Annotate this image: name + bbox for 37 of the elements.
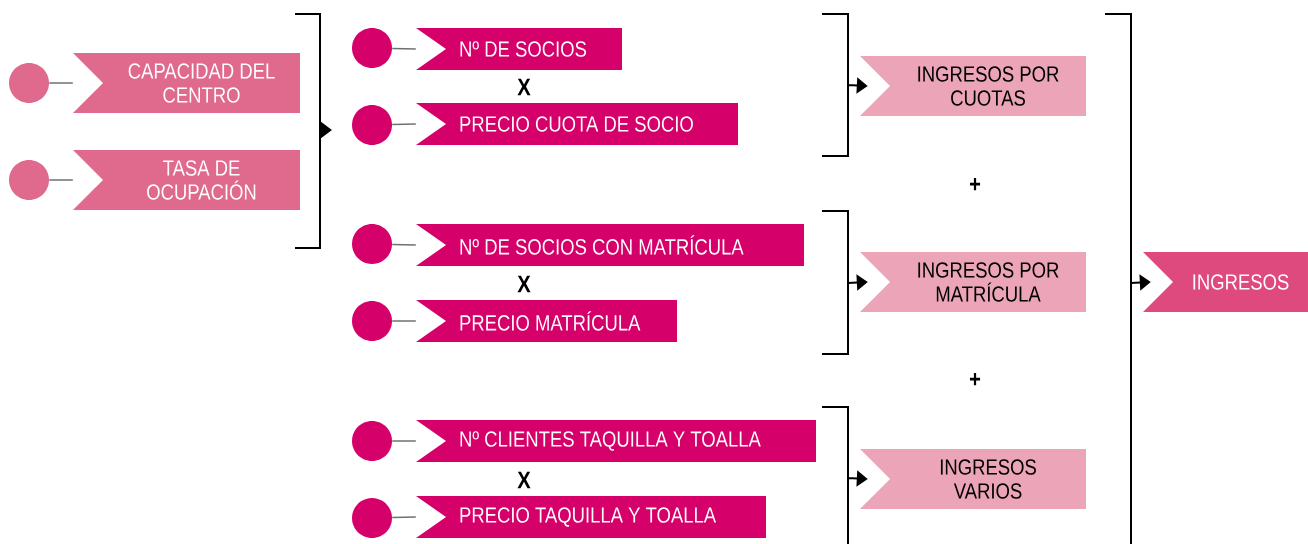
connector-line (391, 440, 417, 442)
circle-dot (9, 160, 49, 200)
circle-dot (352, 498, 392, 538)
connector-line (48, 82, 74, 84)
connector-line (391, 320, 417, 322)
connector-line (391, 243, 417, 246)
bracket-arrow (821, 210, 868, 355)
ribbon-banner: CAPACIDAD DEL CENTRO (73, 53, 300, 113)
connector-line (391, 47, 417, 50)
ribbon-banner: PRECIO TAQUILLA Y TOALLA (416, 496, 766, 538)
multiply-sign: X (517, 275, 531, 293)
ribbon-banner: INGRESOS POR CUOTAS (860, 56, 1086, 116)
ribbon-banner: TASA DE OCUPACIÓN (73, 150, 300, 210)
plus-sign: + (969, 372, 981, 386)
bracket-arrow (1104, 13, 1151, 544)
circle-dot (352, 105, 392, 145)
ribbon-banner: Nº DE SOCIOS (416, 28, 622, 70)
circle-dot (352, 301, 392, 341)
ribbon-banner: INGRESOS POR MATRÍCULA (860, 252, 1086, 312)
ribbon-banner: INGRESOS VARIOS (860, 449, 1086, 509)
ribbon-banner: PRECIO CUOTA DE SOCIO (416, 103, 738, 145)
bracket-arrow (821, 406, 868, 544)
ribbon-banner: Nº CLIENTES TAQUILLA Y TOALLA (416, 420, 816, 462)
circle-dot (352, 28, 392, 68)
multiply-sign: X (517, 78, 531, 96)
multiply-sign: X (517, 471, 531, 489)
plus-sign: + (969, 177, 981, 191)
connector-line (48, 179, 74, 181)
ribbon-banner: PRECIO MATRÍCULA (416, 300, 677, 342)
ribbon-banner: INGRESOS (1143, 252, 1308, 312)
circle-dot (352, 224, 392, 264)
bracket-arrow (821, 13, 868, 157)
connector-line (391, 516, 417, 519)
ribbon-banner: Nº DE SOCIOS CON MATRÍCULA (416, 224, 804, 266)
circle-dot (352, 421, 392, 461)
connector-line (391, 123, 417, 126)
circle-dot (9, 63, 49, 103)
